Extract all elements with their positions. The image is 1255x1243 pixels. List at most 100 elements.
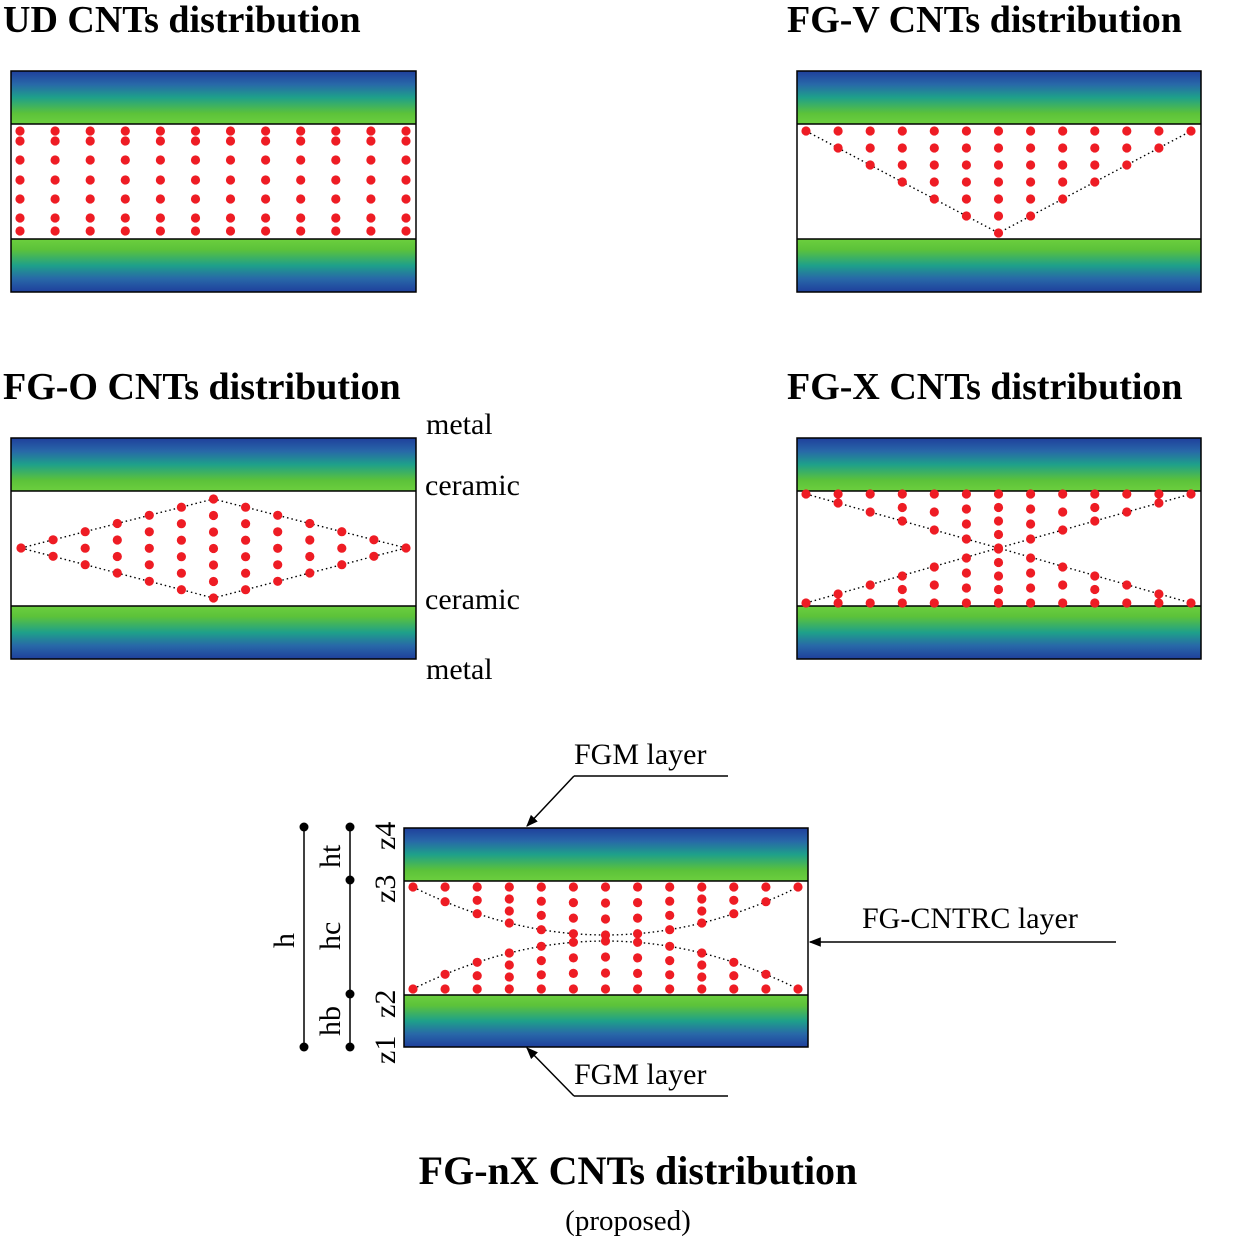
panel-border	[10, 437, 417, 660]
cnt-dot	[929, 177, 939, 187]
cntrc-core-layer	[11, 124, 416, 239]
cnt-dot	[993, 571, 1004, 581]
fgm-top-layer	[797, 71, 1201, 124]
cnt-dot	[225, 194, 236, 204]
cnt-dot	[504, 894, 514, 904]
label-metal-bottom: metal	[426, 653, 493, 686]
cnt-dot	[1154, 598, 1164, 608]
cnt-dot	[472, 895, 482, 905]
cnt-dot	[85, 126, 95, 136]
cnt-dot	[633, 937, 643, 947]
cnt-dot	[331, 136, 341, 146]
cnt-dot	[50, 213, 60, 223]
cnt-dot	[1090, 516, 1100, 526]
cnt-dot	[568, 937, 579, 947]
cnt-dot	[897, 516, 907, 526]
cnt-dot	[261, 175, 271, 185]
cnt-dot	[929, 160, 939, 170]
cnt-dot	[50, 155, 60, 165]
dimension-node	[345, 989, 355, 999]
cnt-dot	[504, 906, 514, 916]
cnt-dot	[993, 126, 1004, 136]
cnt-dot	[761, 969, 771, 979]
cnt-dot	[120, 226, 130, 236]
cnt-dot	[401, 213, 411, 223]
cnt-dot	[729, 971, 739, 981]
cnt-dot	[401, 175, 411, 185]
cnt-dot	[600, 952, 611, 962]
cnt-dot	[1026, 504, 1036, 514]
cnt-dot	[929, 580, 939, 590]
cnt-dot	[1090, 584, 1100, 595]
cnt-dot	[504, 882, 514, 892]
cnt-dot	[536, 910, 546, 921]
cnt-dot	[1090, 177, 1100, 187]
cnt-dot	[144, 527, 154, 537]
cnt-dot	[993, 143, 1004, 153]
panel-ud: UD CNTs distribution	[3, 0, 417, 293]
cnt-dot	[176, 502, 186, 512]
cnt-dot	[568, 913, 579, 923]
cnt-dot	[865, 126, 875, 136]
cnt-dot	[1058, 126, 1068, 136]
cnt-dot	[1058, 580, 1068, 590]
panel-fgv: FG-V CNTs distribution	[787, 0, 1202, 293]
panel-fgx-title: FG-X CNTs distribution	[787, 366, 1183, 408]
cnt-dot	[120, 136, 130, 146]
cnt-dot	[208, 560, 219, 570]
cnt-dot	[331, 126, 341, 136]
cnt-dot	[401, 136, 411, 146]
cnt-dot	[176, 585, 186, 595]
cnt-dot	[600, 898, 611, 908]
cnt-dot	[1026, 143, 1036, 153]
cnt-dot	[897, 489, 907, 499]
cnt-dot	[633, 898, 643, 908]
cnt-dot	[961, 211, 972, 221]
cnt-dot	[993, 194, 1004, 204]
cnt-dot	[366, 126, 376, 136]
cnt-dot	[568, 984, 579, 994]
cnt-dot	[504, 972, 514, 982]
cnt-dot	[729, 882, 739, 892]
cnt-dot	[155, 126, 165, 136]
cnt-dot	[176, 568, 186, 578]
cnt-dot	[85, 136, 95, 146]
cnt-dot	[80, 527, 90, 537]
cnt-dot	[120, 155, 130, 165]
cnt-dot	[961, 519, 972, 529]
cnt-dot	[833, 126, 843, 136]
cnt-dot	[144, 543, 154, 553]
cnt-dot	[208, 527, 219, 537]
arrow-icon	[526, 775, 575, 827]
cnt-dots	[16, 494, 411, 603]
cnt-dot	[833, 143, 843, 153]
cnt-dot	[305, 518, 315, 529]
cnt-dot	[241, 568, 251, 578]
cnt-dot	[337, 527, 347, 537]
cnt-dot	[261, 136, 271, 146]
cnt-dot	[1058, 562, 1068, 572]
fgm-bottom-layer	[11, 606, 416, 659]
cnt-dot	[1122, 580, 1132, 590]
cnt-dot	[801, 489, 811, 499]
cnt-dot	[331, 175, 341, 185]
cnt-dot	[472, 984, 482, 994]
cnt-dot	[225, 175, 236, 185]
cnt-dot	[729, 957, 739, 967]
cnt-dot	[1026, 177, 1036, 187]
cnt-dot	[273, 527, 283, 537]
cnt-dot	[296, 226, 306, 236]
cnt-dot	[865, 143, 875, 153]
cnt-dot	[568, 953, 579, 963]
cnt-dot	[961, 583, 972, 593]
cnt-dot	[665, 984, 675, 994]
cnt-dot	[241, 552, 251, 562]
cnt-dot	[633, 968, 643, 979]
cnt-dot	[504, 948, 514, 958]
cnt-dot	[993, 529, 1004, 540]
fgm-top-layer	[11, 438, 416, 491]
cnt-dot	[1122, 489, 1132, 499]
cnt-dot	[729, 984, 739, 994]
cnt-dot	[225, 213, 236, 223]
cnt-dot	[961, 598, 972, 608]
